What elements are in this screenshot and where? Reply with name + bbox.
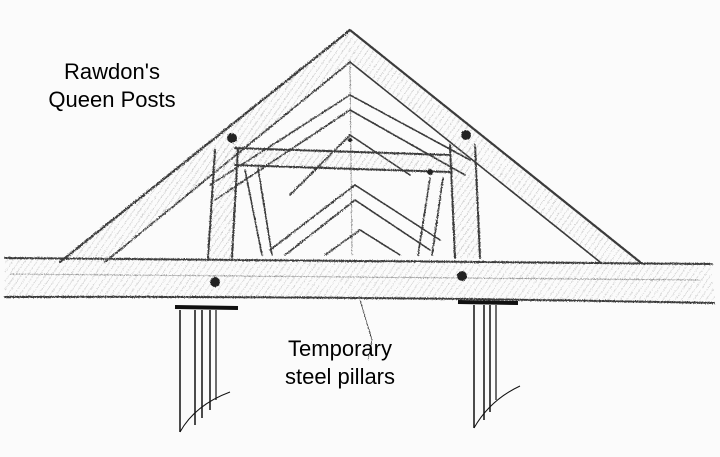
steel-pillars-label-line2: steel pillars	[284, 364, 396, 389]
queen-posts	[207, 144, 481, 259]
collar-beam	[234, 147, 451, 173]
bolts	[210, 130, 471, 287]
queen-posts-label-line2: Queen Posts	[48, 87, 176, 112]
queen-posts-label-line1: Rawdon's	[64, 59, 160, 84]
queen-posts-label: Rawdon's Queen Posts	[22, 58, 202, 114]
steel-pillar-right	[457, 300, 521, 429]
steel-pillars-label-line1: Temporary	[288, 336, 392, 361]
steel-pillars-label: Temporary steel pillars	[255, 335, 425, 391]
crack-line	[359, 299, 373, 361]
tie-beam	[4, 257, 715, 304]
steel-pillar-left	[174, 305, 239, 433]
